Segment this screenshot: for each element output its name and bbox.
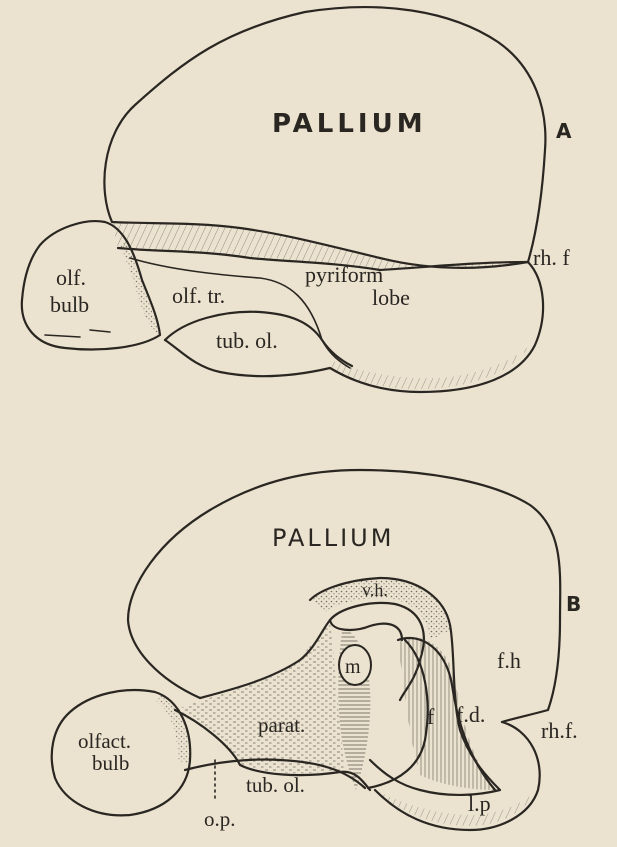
pallium-a-label: PALLIUM <box>272 109 427 139</box>
label-fd: f.d. <box>456 702 485 727</box>
panel-letter-a: A <box>556 119 572 143</box>
pallium-b-label: PALLIUM <box>272 524 394 552</box>
olf-bulb-a-dash <box>45 330 110 337</box>
label-fh: f.h <box>497 648 521 673</box>
label-rh-f-a: rh. f <box>533 245 570 270</box>
label-op: o.p. <box>204 807 236 831</box>
figure-a: PALLIUM A olf. bulb olf. tr. pyriform lo… <box>22 7 572 392</box>
label-lobe: lobe <box>372 285 410 310</box>
label-olf: olf. <box>56 265 86 290</box>
label-bulb-b: bulb <box>92 751 129 775</box>
label-m: m <box>345 656 361 678</box>
label-f: f <box>427 704 435 729</box>
label-olf-tr: olf. tr. <box>172 283 225 308</box>
label-vh: v.h. <box>362 580 388 600</box>
label-bulb-a: bulb <box>50 292 89 317</box>
label-lp: l.p <box>468 791 491 816</box>
figure-b: PALLIUM B olfact. bulb parat. tub. ol. o… <box>52 470 582 831</box>
olf-bulb-a-dots <box>120 240 160 335</box>
label-tub-ol-b: tub. ol. <box>246 773 305 797</box>
panel-letter-b: B <box>566 592 581 616</box>
label-tub-ol-a: tub. ol. <box>216 328 278 353</box>
label-olfact: olfact. <box>78 729 131 753</box>
label-parat: parat. <box>258 713 305 737</box>
label-rh-f-b: rh.f. <box>541 718 578 743</box>
label-pyriform: pyriform <box>305 262 383 287</box>
olfact-bulb-b-dots <box>155 695 190 765</box>
